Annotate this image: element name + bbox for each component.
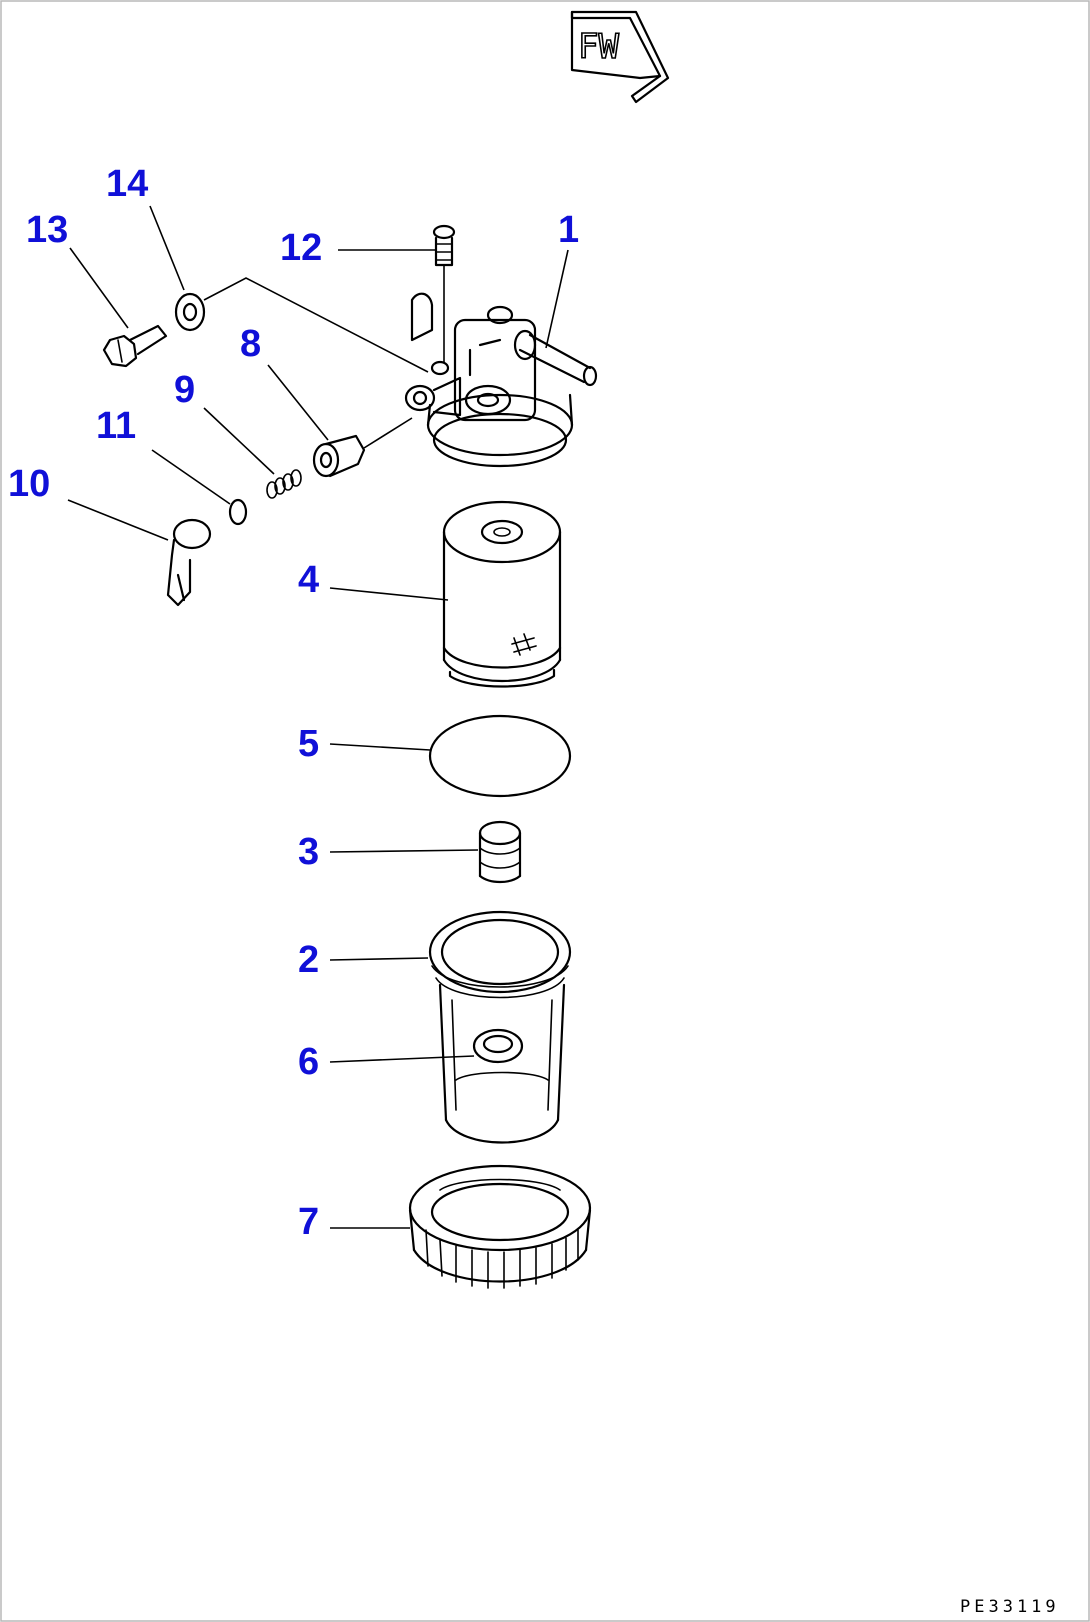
o-ring-part-11 — [228, 498, 248, 526]
filter-head — [404, 292, 598, 468]
callout-labels: 1 2 3 4 5 6 7 8 9 10 11 12 13 14 — [8, 163, 579, 1243]
o-ring-part-5 — [428, 714, 572, 798]
fw-direction-marker: FW — [570, 10, 670, 104]
callout-1: 1 — [558, 209, 579, 251]
washer-part-14 — [174, 277, 429, 373]
callout-12: 12 — [280, 227, 322, 269]
leader-lines — [67, 205, 569, 1229]
callout-14: 14 — [106, 163, 148, 205]
callout-11: 11 — [96, 405, 136, 447]
spring-part-9 — [266, 469, 302, 499]
bowl-part-2 — [428, 910, 572, 1144]
float-part-3 — [478, 820, 522, 884]
callout-3: 3 — [298, 831, 319, 873]
callout-13: 13 — [26, 209, 68, 251]
callout-8: 8 — [240, 323, 261, 365]
callout-6: 6 — [298, 1041, 319, 1083]
filter-element-part-4 — [442, 500, 562, 688]
drawing-code: PE33119 — [960, 1597, 1060, 1617]
plug-part-8 — [312, 417, 413, 478]
bolt-part-13 — [102, 324, 168, 368]
callout-7: 7 — [298, 1201, 319, 1243]
screw-part-12 — [432, 224, 456, 362]
callout-2: 2 — [298, 939, 319, 981]
callout-10: 10 — [8, 463, 50, 505]
ring-part-6 — [472, 1028, 524, 1064]
ring-nut-part-7 — [408, 1164, 592, 1289]
callout-5: 5 — [298, 723, 319, 765]
drain-cock-part-10 — [166, 518, 212, 607]
fw-label: FW — [578, 27, 619, 67]
callout-9: 9 — [174, 369, 195, 411]
callout-4: 4 — [298, 559, 319, 601]
